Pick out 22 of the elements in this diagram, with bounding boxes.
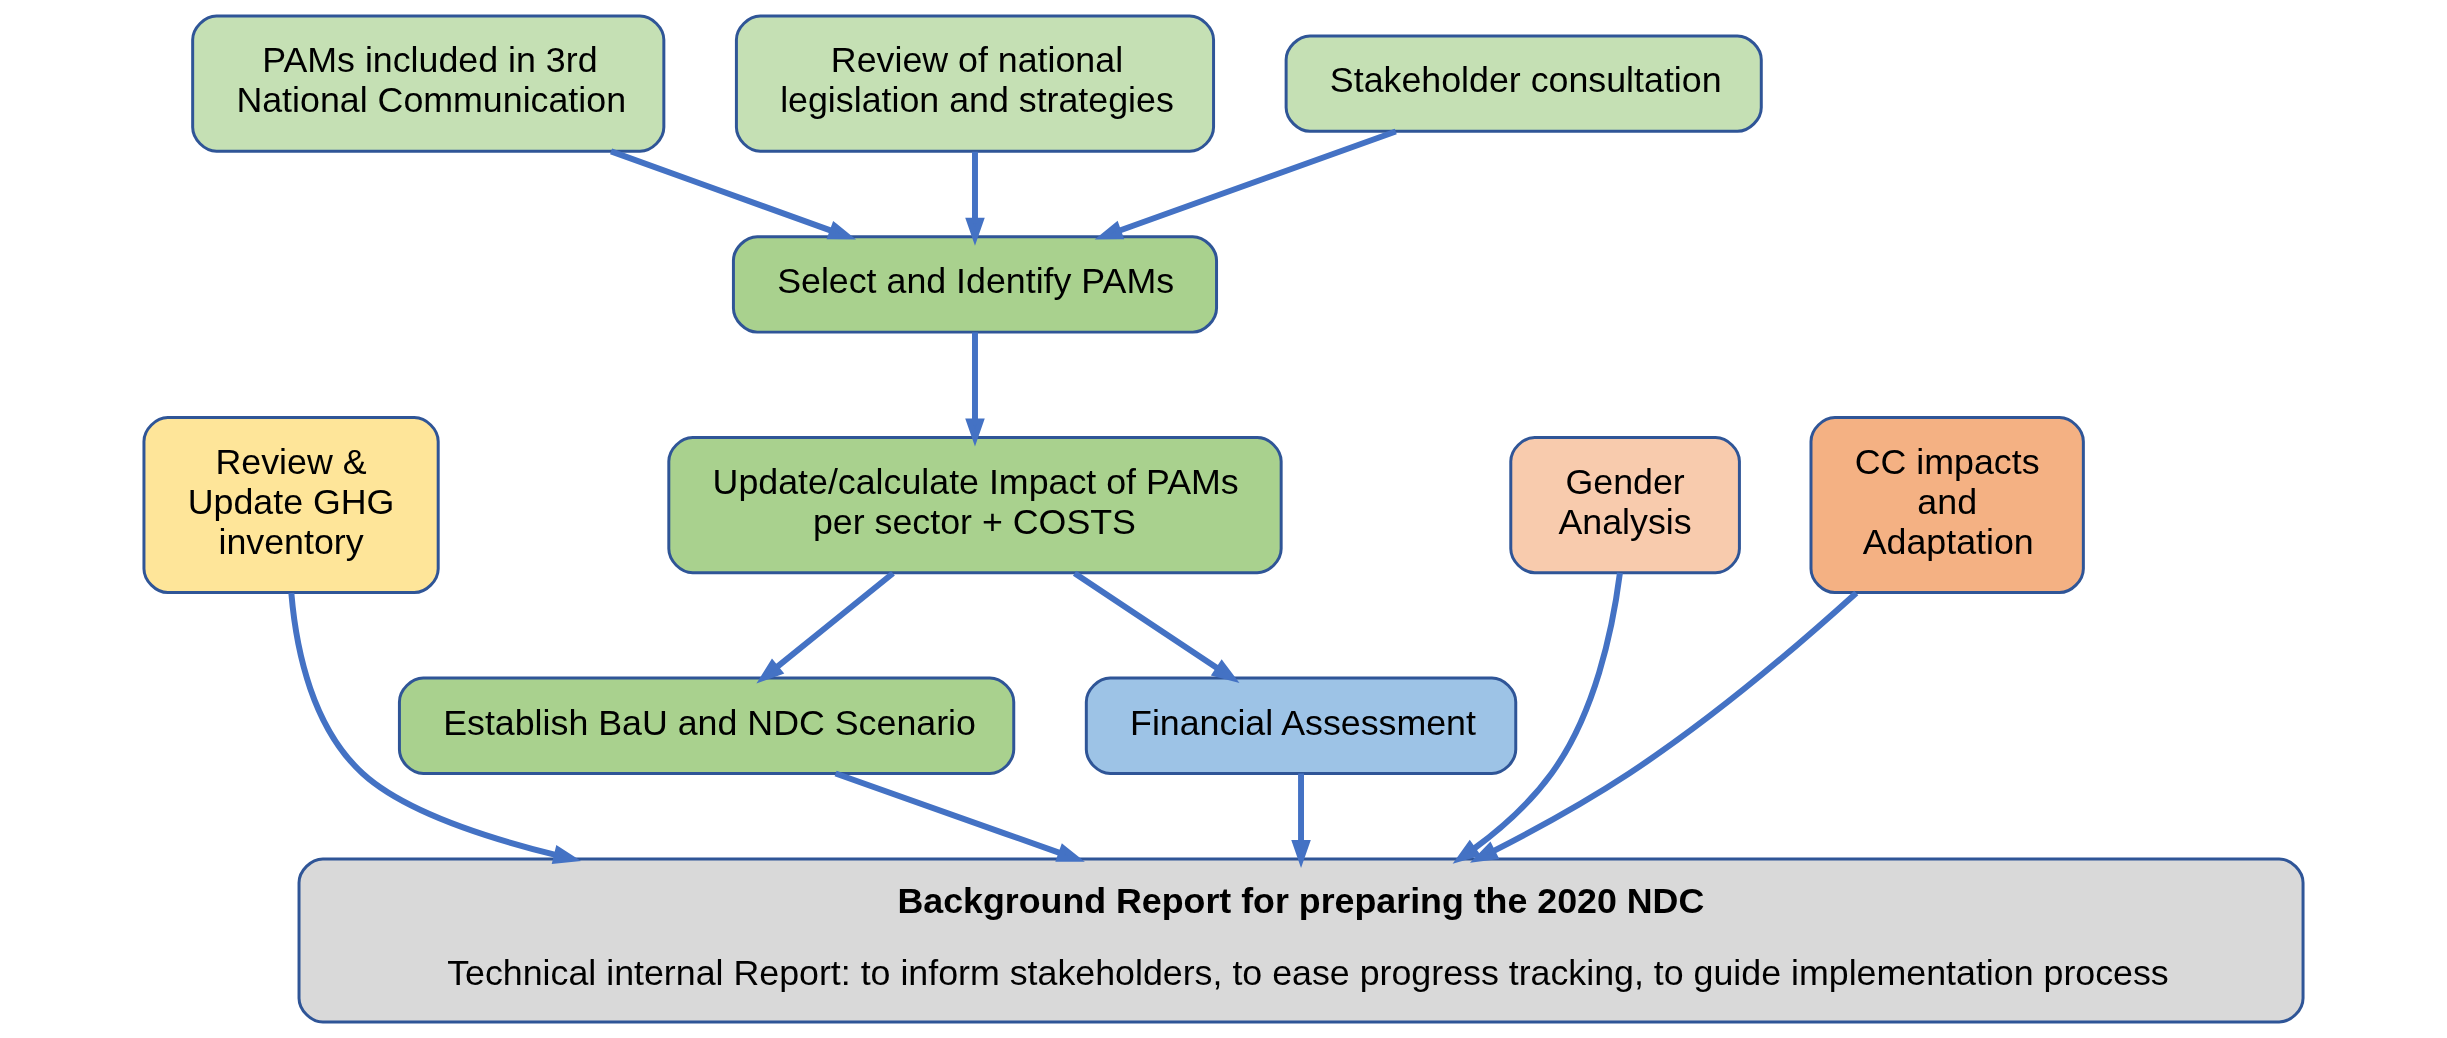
arrow	[756, 570, 895, 684]
node-box: Gender Analysis	[1509, 436, 1741, 575]
arrow	[1291, 773, 1311, 868]
node-box: CC impacts and Adaptation	[1809, 416, 2085, 595]
arrow	[834, 770, 1085, 862]
arrow	[965, 332, 985, 447]
node-box: Update/calculate Impact of PAMs per sector + COSTS	[667, 436, 1283, 575]
node-box: Background Report for preparing the 2020 NDC Technical internal Report: to inform stakeholders, to ease progress tracking, to guide implementation process	[297, 857, 2305, 1024]
arrow	[965, 151, 985, 246]
node-box: PAMs included in 3rd National Communication	[191, 14, 666, 153]
node-box: Establish BaU and NDC Scenario	[397, 676, 1016, 775]
arrow	[610, 148, 857, 240]
arrow	[1072, 570, 1240, 683]
arrow	[1469, 590, 1859, 863]
node-box: Stakeholder consultation	[1284, 34, 1763, 133]
node-box: Review & Update GHG inventory	[142, 416, 440, 595]
arrow	[1452, 572, 1623, 864]
arrow	[288, 592, 582, 864]
arrow	[1094, 128, 1397, 240]
node-box: Select and Identify PAMs	[731, 235, 1219, 334]
node-box: Financial Assessment	[1084, 676, 1518, 775]
node-box: Review of national legislation and strategies	[734, 14, 1216, 153]
